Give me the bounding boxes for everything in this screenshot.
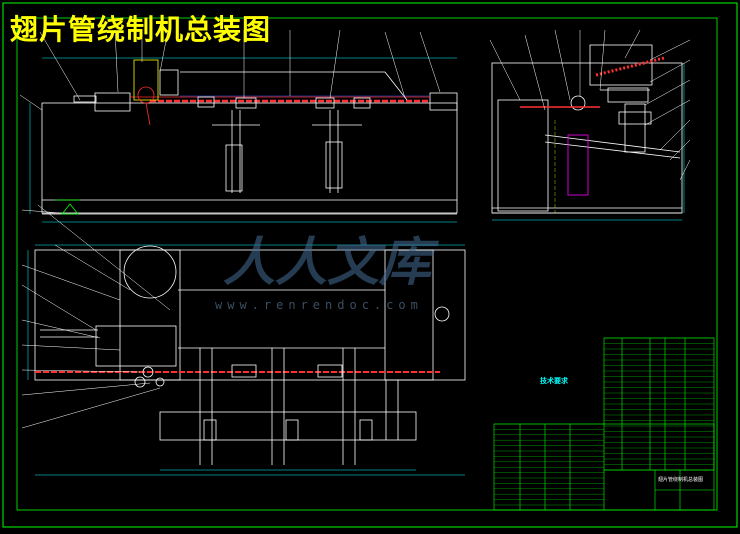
title-block-drawing-name: 翅片管绕制机总装图 (658, 477, 704, 483)
drawing-title: 翅片管绕制机总装图 (10, 13, 272, 46)
plan-view (27, 244, 466, 476)
parts-list-rows (604, 337, 714, 465)
inner-border (16, 17, 718, 511)
machine-base (41, 102, 458, 214)
headstock (94, 92, 131, 112)
side-frame (491, 62, 683, 214)
side-view (491, 44, 685, 221)
leader-lines-plan (21, 204, 171, 429)
front-view (29, 57, 458, 223)
outer-border (2, 2, 738, 528)
plan-frame (34, 249, 466, 381)
title-block-rows (494, 423, 604, 506)
leader-lines-side (489, 29, 691, 181)
technical-notes: 技术要求 (508, 376, 600, 386)
leader-lines-front (19, 29, 441, 214)
technical-notes-heading: 技术要求 (540, 377, 568, 385)
